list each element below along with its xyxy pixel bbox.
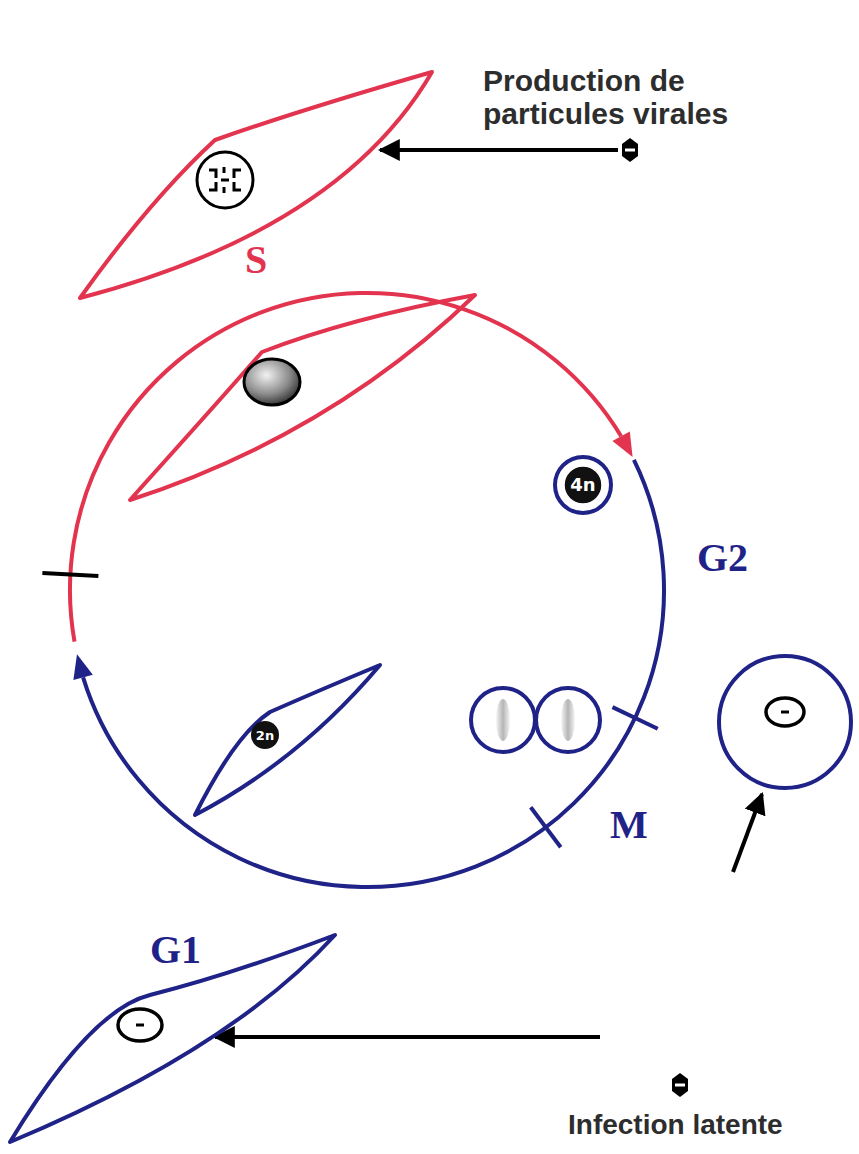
infection-arrow [733,794,762,872]
virus-band [675,1084,685,1087]
viral-genome [136,1024,144,1027]
nucleus-circle: 4n [553,455,613,515]
g2-m-g1-arc [83,460,664,887]
caption-text: Infection latente [568,1110,680,1141]
replicating-genome [223,187,226,193]
node-outline [618,137,642,163]
caption-text: Production de particules virales [483,64,783,130]
replicating-genome [209,170,216,190]
infection-arrow [215,1035,600,1039]
phase-label: G2 [697,538,748,578]
dividing-cell [471,688,535,752]
latent-cell: G1 [60,935,215,1090]
g1-cell [195,665,380,815]
cell-nucleus [251,721,279,749]
virus-particle-icon [622,138,638,162]
replicating-genome [221,179,229,182]
s-phase-arrowhead [612,431,632,457]
phase-label: G1 [150,930,305,970]
phase-label-holder: G2 [697,538,748,578]
g1-arrowhead [73,654,92,680]
virus-particle: Infection latente [600,1020,712,1100]
phase-tick [531,807,561,847]
s-phase-cell [130,295,475,500]
ploidy-label: 2n [256,729,274,742]
phase-tick [613,707,658,729]
virus-particle: Production de particules virales [618,137,642,163]
virus-particle-icon [672,1073,688,1097]
cell-nucleus [766,698,804,726]
restriction-tick [42,573,98,576]
cell-nucleus [197,152,253,208]
phase-label-holder: M [610,805,648,845]
cell-nucleus [564,466,602,504]
node-outline [600,1020,712,1100]
virus-band [625,149,635,152]
g2-cell [555,457,611,513]
replicating-genome [223,167,226,173]
cell-nucleus [118,1009,162,1041]
s-phase-arc [70,293,621,642]
infection-arrow [380,148,618,152]
infected-cell: S [150,95,380,285]
nucleus-circle: 2n [251,721,279,749]
mitotic-spindle [561,699,575,741]
cell-nucleus [244,359,300,405]
mitotic-spindle [496,699,510,741]
dividing-cell [536,688,600,752]
phase-label: M [610,805,648,845]
replicating-genome [234,170,241,190]
ploidy-label: 4n [570,476,595,494]
viral-genome [781,711,789,714]
phase-label: S [245,240,475,280]
round-cell [719,656,851,788]
